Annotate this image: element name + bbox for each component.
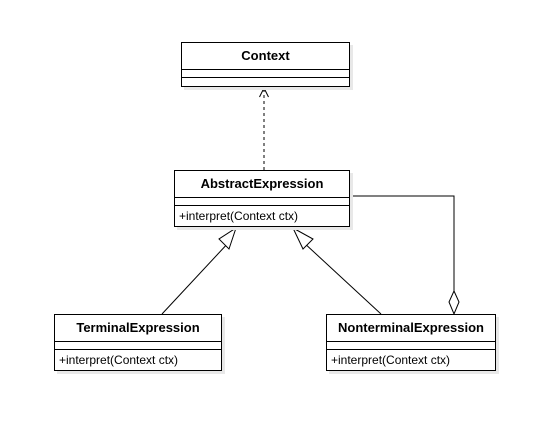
aggregation-connector	[350, 195, 460, 316]
class-name: Context	[182, 43, 349, 70]
operations-compartment: +interpret(Context ctx)	[327, 350, 495, 370]
operations-compartment: +interpret(Context ctx)	[175, 206, 349, 226]
operation-interpret: +interpret(Context ctx)	[179, 209, 299, 223]
class-context[interactable]: Context	[181, 42, 350, 87]
class-name: NonterminalExpression	[327, 315, 495, 342]
class-name: AbstractExpression	[175, 171, 349, 198]
class-nonterminal-expression[interactable]: NonterminalExpression +interpret(Context…	[326, 314, 496, 371]
attributes-compartment	[175, 198, 349, 206]
generalization-connector-nonterminal	[291, 226, 382, 315]
attributes-compartment	[182, 70, 349, 78]
operations-compartment: +interpret(Context ctx)	[55, 350, 221, 370]
operation-interpret: +interpret(Context ctx)	[331, 353, 451, 367]
attributes-compartment	[55, 342, 221, 350]
dependency-connector	[259, 86, 269, 170]
operation-interpret: +interpret(Context ctx)	[59, 353, 179, 367]
generalization-connector-terminal	[161, 226, 237, 315]
class-abstract-expression[interactable]: AbstractExpression +interpret(Context ct…	[174, 170, 350, 227]
class-name: TerminalExpression	[55, 315, 221, 342]
class-terminal-expression[interactable]: TerminalExpression +interpret(Context ct…	[54, 314, 222, 371]
attributes-compartment	[327, 342, 495, 350]
